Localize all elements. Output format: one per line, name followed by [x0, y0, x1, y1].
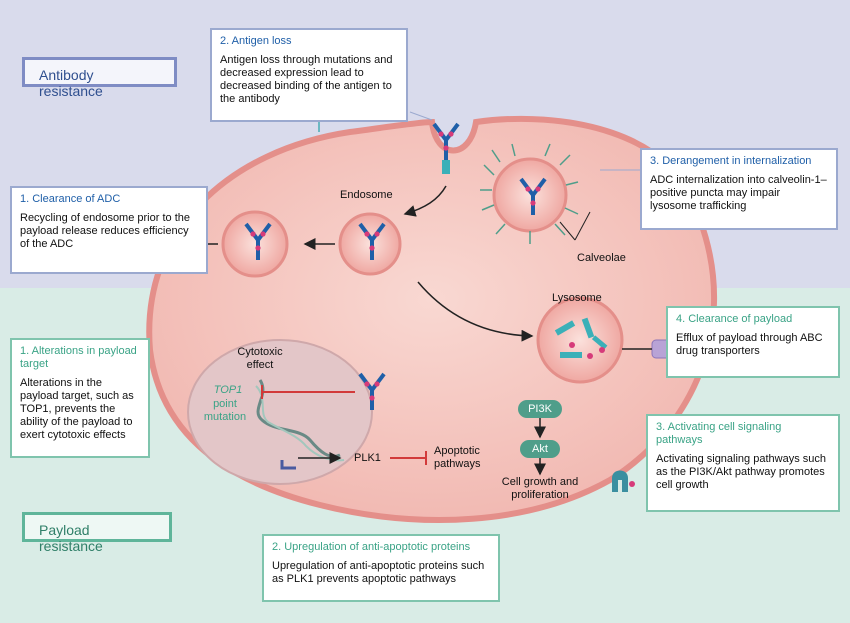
label-point-mutation: point mutation	[203, 398, 247, 423]
label-calveolae: Calveolae	[577, 252, 626, 264]
label-endosome: Endosome	[340, 189, 393, 201]
antigen-receptor	[442, 160, 450, 174]
box-text: Upregulation of anti-apoptotic proteins …	[272, 560, 485, 585]
box-derangement: 3. Derangement in internalization ADC in…	[640, 148, 838, 230]
box-text: Antigen loss through mutations and decre…	[220, 54, 393, 105]
box-antigen-loss: 2. Antigen loss Antigen loss through mut…	[210, 28, 408, 122]
label-top1: TOP1	[213, 384, 243, 396]
box-signaling: 3. Activating cell signaling pathways Ac…	[646, 414, 840, 512]
section-payload-resistance: Payload resistance	[22, 512, 172, 554]
box-title: 1. Alterations in payload target	[20, 345, 137, 370]
dna-helix	[256, 379, 341, 458]
label-plk1: PLK1	[354, 452, 381, 464]
box-title: 3. Derangement in internalization	[650, 155, 812, 167]
box-title: 2. Upregulation of anti-apoptotic protei…	[272, 541, 471, 553]
akt-node	[520, 440, 560, 458]
label-lysosome: Lysosome	[552, 292, 602, 304]
label-apoptotic-pathways: Apoptotic pathways	[434, 445, 481, 470]
recycling-vesicle	[221, 210, 289, 278]
label-cytotoxic-effect: Cytotoxic effect	[237, 346, 283, 371]
box-title: 4. Clearance of payload	[676, 313, 793, 325]
box-alterations: 1. Alterations in payload target Alterat…	[10, 338, 150, 458]
box-text: Efflux of payload through ABC drug trans…	[676, 332, 823, 357]
box-clearance-payload: 4. Clearance of payload Efflux of payloa…	[666, 306, 840, 378]
box-text: Recycling of endosome prior to the paylo…	[20, 212, 190, 250]
box-text: Alterations in the payload target, such …	[20, 377, 134, 441]
pi3k-node	[518, 400, 562, 418]
label-pi3k: PI3K	[528, 403, 552, 415]
nucleus	[187, 339, 373, 485]
label-akt: Akt	[532, 443, 548, 455]
box-text: Activating signaling pathways such as th…	[656, 453, 826, 491]
box-upregulation: 2. Upregulation of anti-apoptotic protei…	[262, 534, 500, 602]
box-title: 2. Antigen loss	[220, 35, 292, 47]
section-antibody-resistance: Antibody resistance	[22, 57, 177, 99]
signaling-receptor	[612, 470, 628, 492]
caveolae-vesicle	[492, 157, 568, 233]
box-text: ADC internalization into calveolin-1–pos…	[650, 174, 827, 212]
lysosome	[536, 296, 624, 384]
label-cell-growth: Cell growth and proliferation	[501, 476, 579, 501]
box-title: 1. Clearance of ADC	[20, 193, 121, 205]
box-clearance-adc: 1. Clearance of ADC Recycling of endosom…	[10, 186, 208, 274]
box-title: 3. Activating cell signaling pathways	[656, 421, 782, 446]
